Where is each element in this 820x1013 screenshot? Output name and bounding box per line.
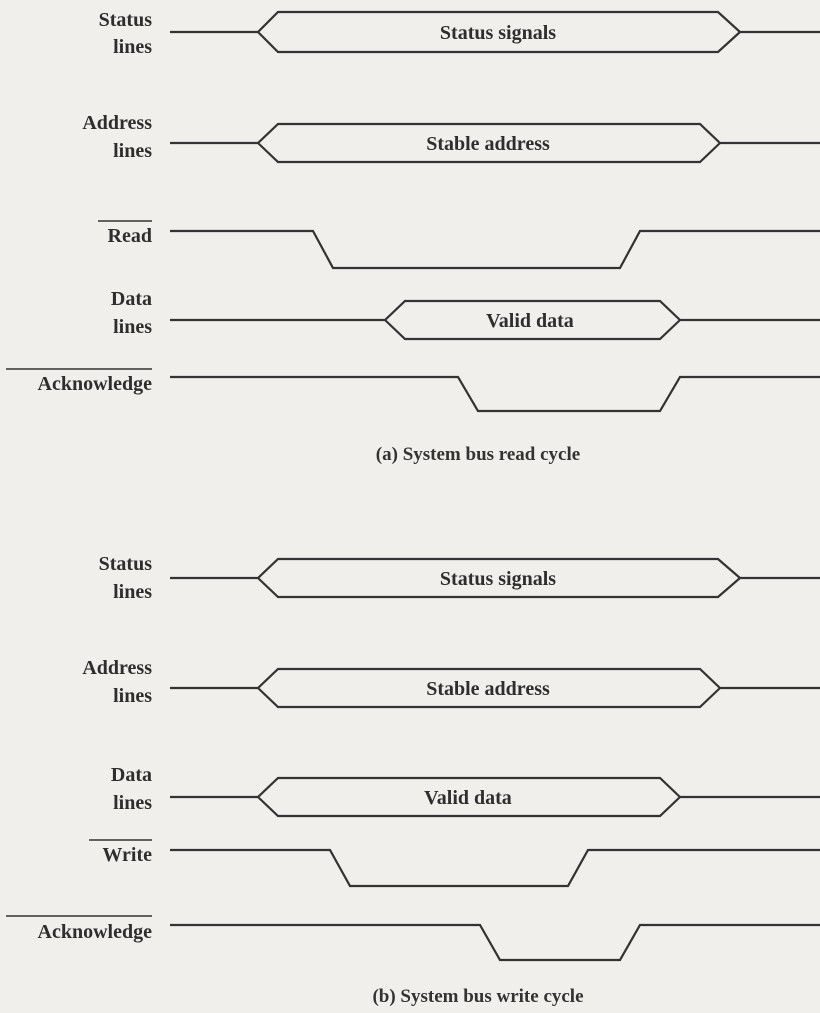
write-data-signal: Data lines Valid data — [111, 764, 820, 818]
read-data-waveform — [170, 299, 820, 341]
read-data-bus-text: Valid data — [486, 310, 574, 332]
write-status-bus-text: Status signals — [440, 568, 556, 590]
read-address-waveform — [170, 122, 820, 164]
read-address-signal: Address lines Stable address — [82, 112, 820, 164]
read-status-waveform — [170, 10, 820, 54]
write-acknowledge-label: Acknowledge — [38, 921, 153, 943]
read-read-waveform — [170, 229, 820, 270]
write-cycle: Status lines Status signals Address line… — [6, 553, 820, 1007]
write-write-signal: Write — [89, 839, 820, 888]
write-address-signal: Address lines Stable address — [82, 657, 820, 709]
write-data-waveform — [170, 776, 820, 818]
write-address-label-line2: lines — [113, 685, 152, 707]
write-write-waveform — [170, 848, 820, 888]
write-data-bus-text: Valid data — [424, 787, 512, 809]
write-acknowledge-signal: Acknowledge — [6, 915, 820, 962]
read-read-label: Read — [108, 225, 152, 247]
write-data-label-line2: lines — [113, 792, 152, 814]
read-status-bus-text: Status signals — [440, 22, 556, 44]
read-acknowledge-signal: Acknowledge — [6, 368, 820, 413]
write-status-label-line1: Status — [99, 553, 153, 575]
write-address-label-line1: Address — [82, 657, 152, 679]
read-acknowledge-waveform — [170, 375, 820, 413]
write-cycle-caption: (b) System bus write cycle — [372, 986, 583, 1007]
read-status-signal: Status lines Status signals — [99, 9, 820, 58]
read-cycle-caption: (a) System bus read cycle — [376, 444, 580, 465]
read-status-label-line1: Status — [99, 9, 153, 31]
read-address-bus-text: Stable address — [426, 133, 550, 155]
read-status-label-line2: lines — [113, 36, 152, 58]
read-address-label-line1: Address — [82, 112, 152, 134]
write-status-signal: Status lines Status signals — [99, 553, 820, 603]
write-status-label-line2: lines — [113, 581, 152, 603]
read-address-label-line2: lines — [113, 140, 152, 162]
read-acknowledge-label: Acknowledge — [38, 373, 153, 395]
read-cycle: Status lines Status signals Address line… — [6, 9, 820, 465]
write-data-label-line1: Data — [111, 764, 152, 786]
read-data-label-line2: lines — [113, 316, 152, 338]
read-data-signal: Data lines Valid data — [111, 288, 820, 341]
read-data-label-line1: Data — [111, 288, 152, 310]
write-acknowledge-waveform — [170, 923, 820, 962]
write-address-bus-text: Stable address — [426, 678, 550, 700]
write-status-waveform — [170, 557, 820, 599]
write-write-label: Write — [102, 844, 152, 866]
write-address-waveform — [170, 667, 820, 709]
read-read-signal: Read — [98, 220, 820, 270]
